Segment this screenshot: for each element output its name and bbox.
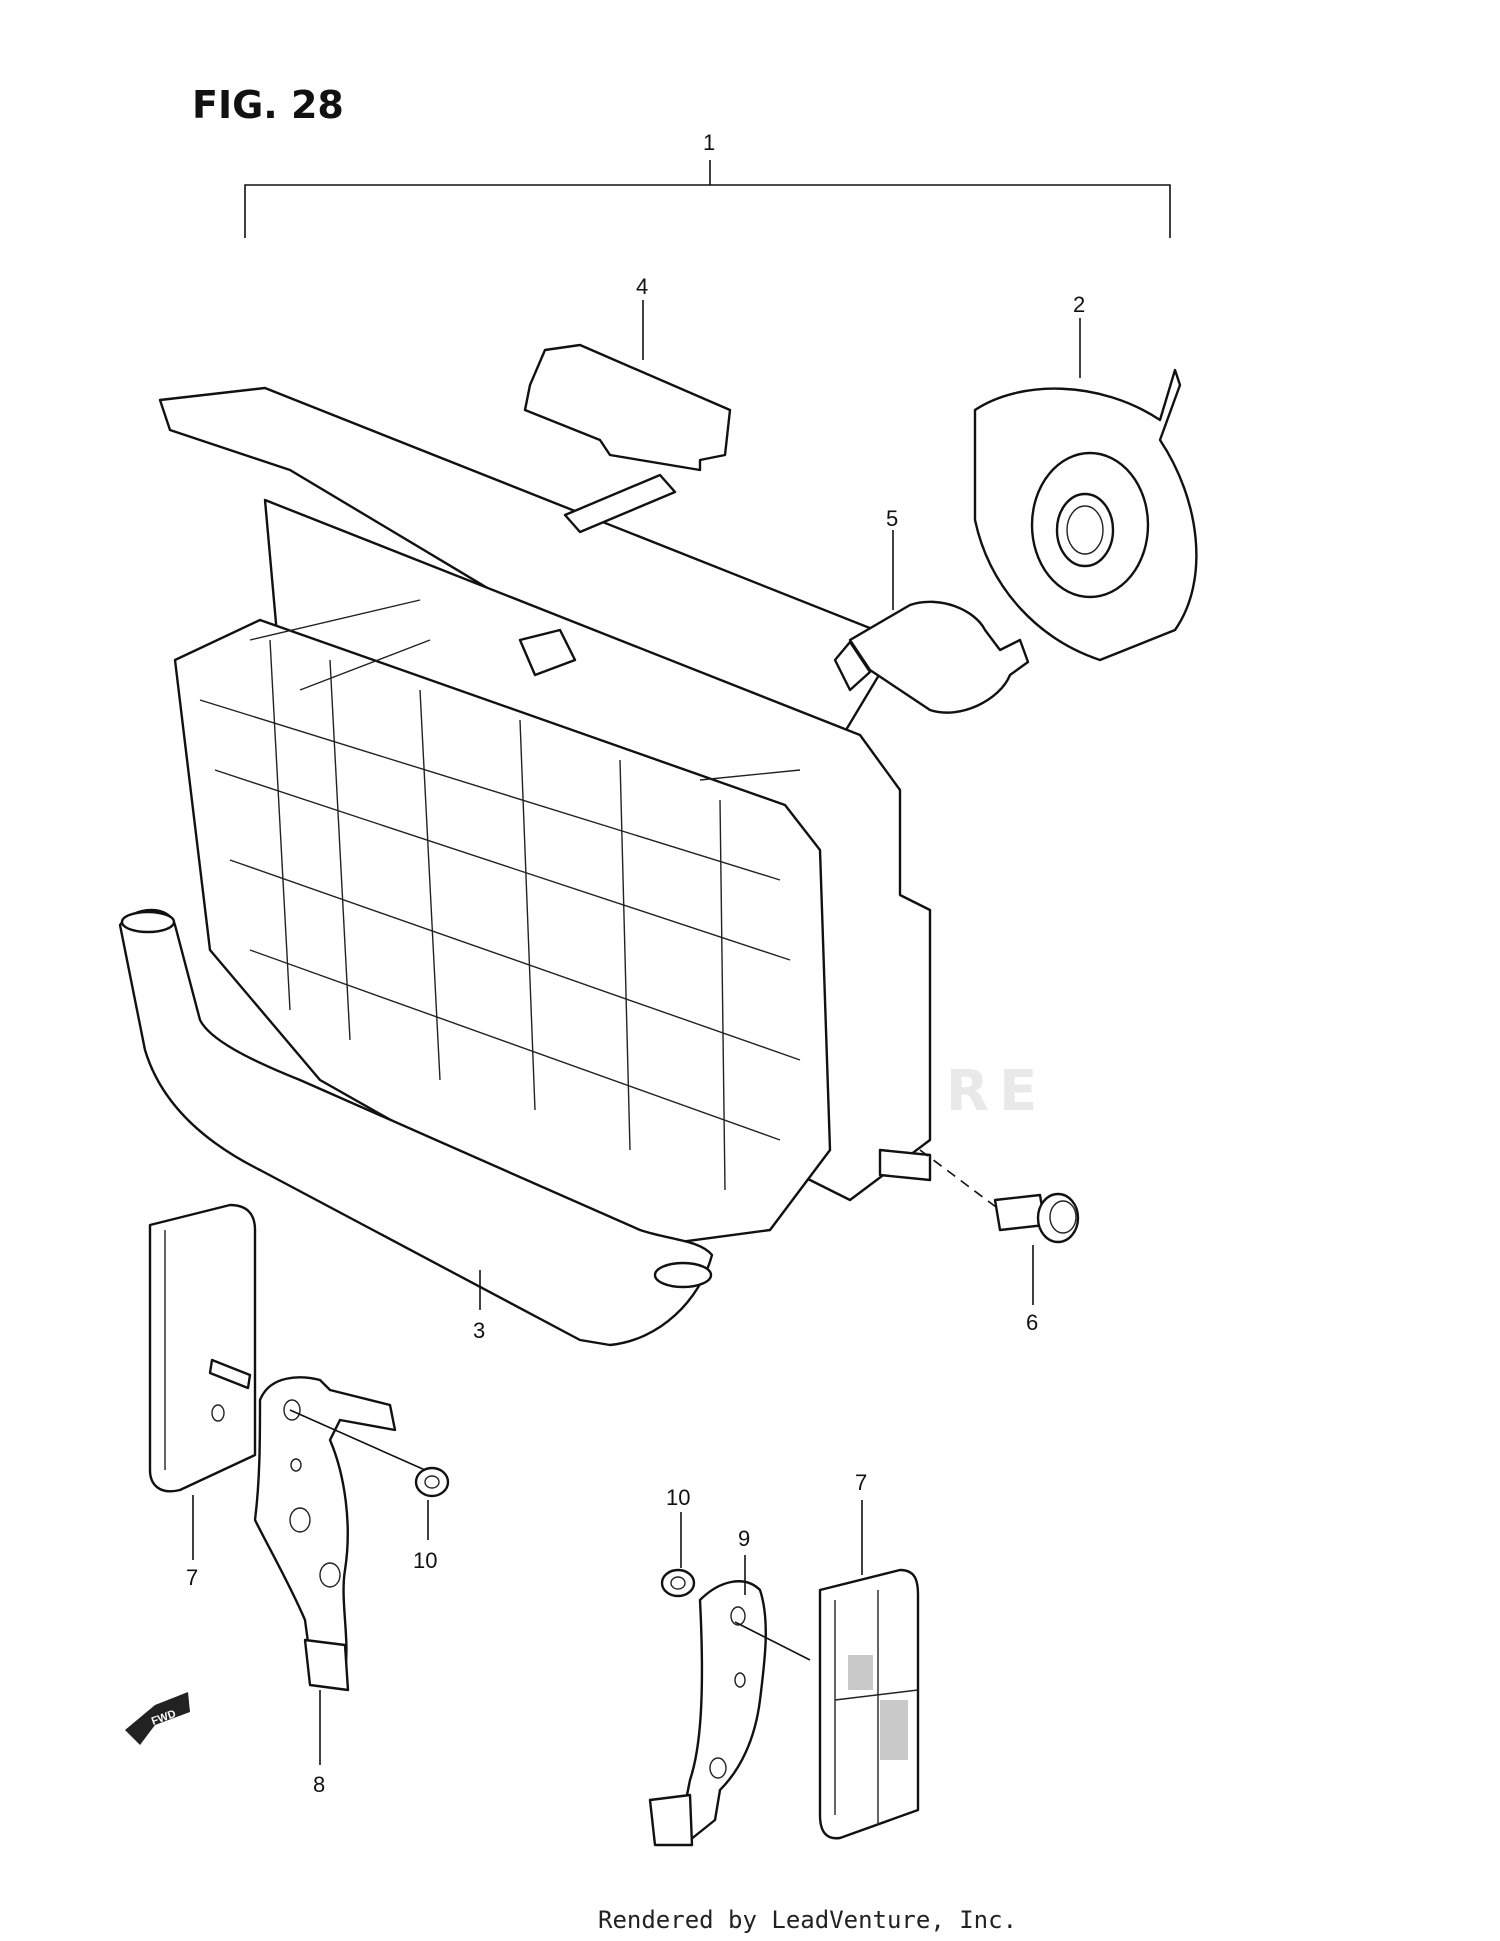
part-10-nut-right [660, 1512, 696, 1598]
part-9-bracket [648, 1555, 811, 1847]
part-7-reflector-left [148, 1203, 257, 1560]
callout-8: 8 [313, 1772, 325, 1797]
part-10-nut-left [414, 1466, 450, 1540]
part-headlight-housing [158, 386, 932, 1252]
part-6-screw [919, 1149, 1080, 1305]
callout-5: 5 [886, 506, 898, 531]
callout-2: 2 [1073, 292, 1085, 317]
callout-10-left: 10 [413, 1548, 437, 1573]
callout-7-right: 7 [855, 1470, 867, 1495]
callout-3: 3 [473, 1318, 485, 1343]
callout-6: 6 [1026, 1310, 1038, 1335]
part-8-bracket [253, 1376, 426, 1765]
figure-title: FIG. 28 [192, 83, 344, 127]
part-7-reflector-right [818, 1500, 920, 1840]
callout-10-right: 10 [666, 1485, 690, 1510]
fwd-arrow-icon: FWD [125, 1692, 190, 1745]
part-5-bulb [833, 530, 1030, 714]
assembly-bracket [244, 160, 1171, 238]
footer-credit: Rendered by LeadVenture, Inc. [598, 1906, 1017, 1934]
part-2-socket-cover [973, 318, 1198, 662]
callout-1: 1 [703, 130, 715, 155]
callout-7-left: 7 [186, 1565, 198, 1590]
callout-4: 4 [636, 274, 648, 299]
part-3-lower-trim [118, 908, 714, 1347]
callout-9: 9 [738, 1526, 750, 1551]
part-4-cover-plate [523, 300, 732, 472]
